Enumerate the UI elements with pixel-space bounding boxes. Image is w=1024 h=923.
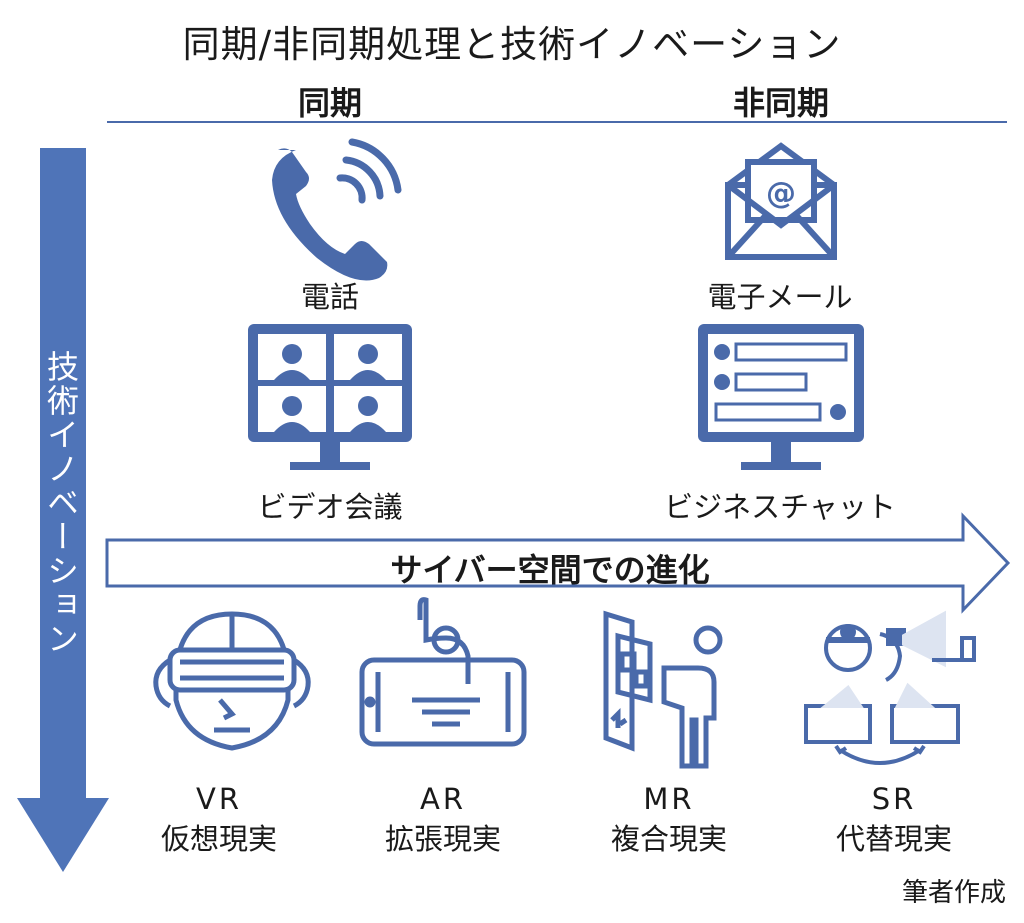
tech-code-vr: VR bbox=[196, 782, 242, 816]
business-chat-icon bbox=[698, 324, 864, 470]
tech-code-ar: AR bbox=[420, 782, 466, 816]
vr-headset-icon bbox=[153, 611, 311, 751]
sync-item-label-phone: 電話 bbox=[300, 280, 359, 314]
tech-code-sr: SR bbox=[871, 782, 917, 816]
page-title: 同期/非同期処理と技術イノベーション bbox=[182, 23, 842, 66]
video-conference-icon bbox=[248, 324, 412, 470]
credit-note: 筆者作成 bbox=[901, 878, 1006, 908]
column-header-async: 非同期 bbox=[732, 84, 829, 122]
email-icon: @ bbox=[725, 142, 837, 260]
header-divider bbox=[107, 121, 1007, 123]
vertical-axis-label: 技術イノベーション bbox=[42, 350, 80, 656]
mr-hologram-icon bbox=[603, 610, 723, 769]
ar-tablet-icon bbox=[359, 597, 527, 747]
arrow-label: サイバー空間での進化 bbox=[390, 551, 710, 589]
vertical-innovation-arrow bbox=[17, 148, 109, 872]
column-header-sync: 同期 bbox=[297, 84, 362, 122]
cyber-evolution-arrow bbox=[105, 512, 1011, 614]
tech-name-mr: 複合現実 bbox=[610, 822, 727, 856]
tech-name-sr: 代替現実 bbox=[835, 822, 952, 856]
tech-code-mr: MR bbox=[643, 782, 695, 816]
sr-projection-icon bbox=[804, 610, 976, 765]
phone-icon bbox=[272, 138, 402, 281]
async-item-label-business-chat: ビジネスチャット bbox=[664, 490, 896, 524]
svg-text:@: @ bbox=[766, 176, 796, 211]
sync-item-label-video-conference: ビデオ会議 bbox=[257, 490, 403, 524]
tech-name-vr: 仮想現実 bbox=[160, 822, 277, 856]
tech-name-ar: 拡張現実 bbox=[384, 822, 501, 856]
async-item-label-email: 電子メール bbox=[707, 280, 853, 314]
